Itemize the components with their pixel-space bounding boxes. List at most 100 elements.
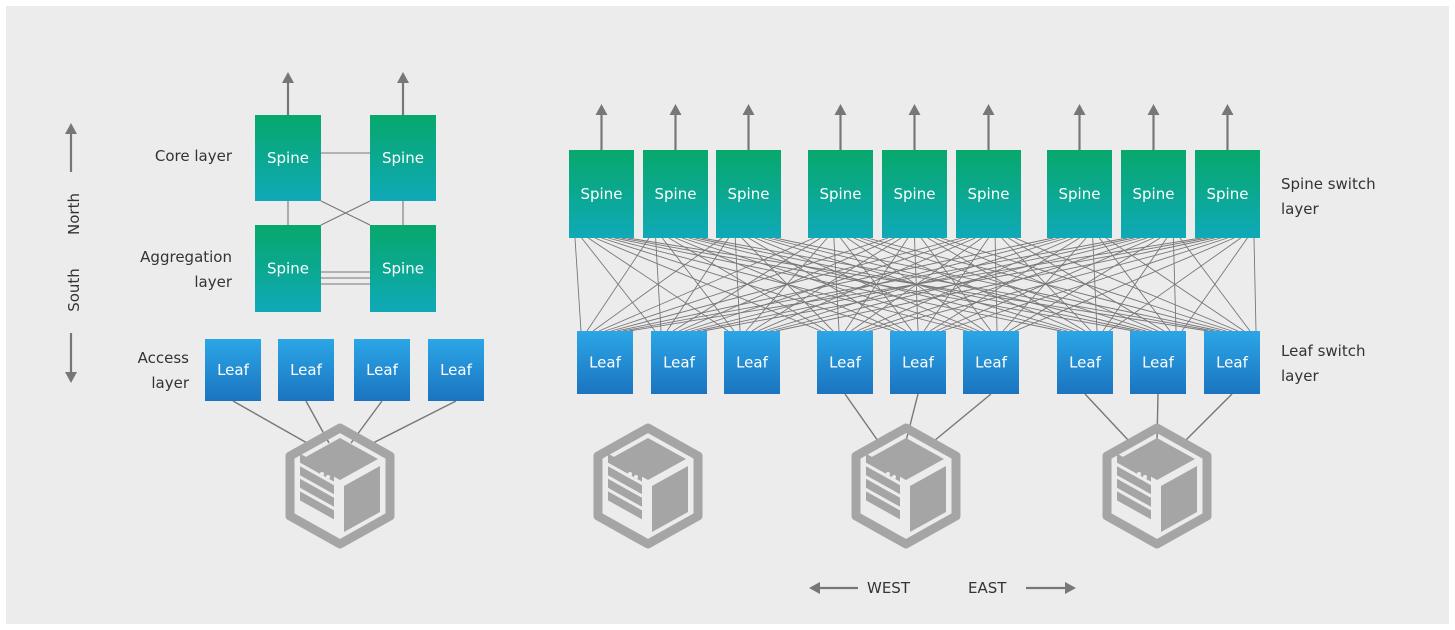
right-spine-9: Spine [1195, 150, 1260, 238]
right-leaf-4-body [817, 331, 873, 394]
spine-leaf-link-45 [610, 237, 963, 332]
spine-uplink-arrow-6 [982, 104, 995, 150]
left-leaf-3: Leaf [354, 339, 410, 401]
left-leaf-1-label: Leaf [217, 361, 250, 379]
west-label: WEST [867, 579, 911, 597]
spine-leaf-link-0 [574, 237, 582, 332]
left-leaf-4-body [428, 339, 484, 401]
right-leaf-4-label: Leaf [829, 354, 862, 372]
leaf-switch-layer-label-line2: layer [1281, 367, 1319, 385]
spine-leaf-link-36 [604, 237, 889, 332]
right-leaf-3-label: Leaf [736, 354, 769, 372]
right-leaf-2: Leaf [651, 331, 707, 394]
right-spine-6: Spine [956, 150, 1021, 238]
arrows [65, 72, 1234, 594]
right-spine-4: Spine [808, 150, 873, 238]
left-spine-1-body [255, 115, 321, 201]
right-leaf-7-label: Leaf [1069, 354, 1102, 372]
right-leaf-6: Leaf [963, 331, 1019, 394]
right-spine-2-body [643, 150, 708, 238]
spine-uplink-arrow-2 [669, 104, 682, 150]
left-spine-4: Spine [370, 225, 436, 312]
spine-leaf-link-66 [862, 237, 1148, 332]
spine-leaf-link-60 [1092, 237, 1098, 332]
right-leaf-5: Leaf [890, 331, 946, 394]
core-uplink-arrow-2 [397, 72, 409, 115]
spine-leaf-link-79 [1181, 237, 1248, 332]
left-spine-3-label: Spine [267, 260, 309, 278]
right-spine-5: Spine [882, 150, 947, 238]
left-spine-4-label: Spine [382, 260, 424, 278]
left-server-icon [285, 423, 395, 549]
right-spine-4-body [808, 150, 873, 238]
right-leaf-server-link-2 [1184, 393, 1233, 442]
left-leaf-3-label: Leaf [366, 361, 399, 379]
right-leaf-3: Leaf [724, 331, 780, 394]
right-leaf-3-body [724, 331, 780, 394]
left-spine-1: Spine [255, 115, 321, 201]
right-leaf-2-label: Leaf [663, 354, 696, 372]
spine-leaf-link-72 [628, 237, 1202, 332]
right-spine-3-label: Spine [728, 185, 770, 203]
spine-leaf-link-75 [868, 237, 1221, 332]
spine-leaf-link-26 [774, 237, 1221, 332]
right-leaf-6-label: Leaf [975, 354, 1008, 372]
spine-leaf-link-15 [688, 237, 1068, 332]
left-spine-2-body [370, 115, 436, 201]
left-spine-4-body [370, 225, 436, 312]
spine-leaf-link-63 [622, 237, 1128, 332]
left-leaf-4-label: Leaf [440, 361, 473, 379]
left-leaf-1: Leaf [205, 339, 261, 401]
right-leaf-5-body [890, 331, 946, 394]
connection-lines [232, 152, 1257, 444]
left-leaf-2-body [278, 339, 334, 401]
spine-leaf-link-47 [757, 237, 976, 332]
right-spine-7-label: Spine [1059, 185, 1101, 203]
right-spine-1-body [569, 150, 634, 238]
left-leaf-server-link-3 [372, 400, 457, 444]
spine-leaf-link-19 [666, 237, 730, 332]
spine-leaf-link-77 [1014, 237, 1235, 332]
spine-leaf-link-57 [856, 237, 1074, 332]
north-arrow-icon [65, 123, 77, 172]
spine-uplink-arrow-3 [742, 104, 755, 150]
spine-leaf-link-74 [775, 237, 1215, 332]
right-spine-9-label: Spine [1207, 185, 1249, 203]
right-spine-3-body [716, 150, 781, 238]
spine-switch-layer-label-line2: layer [1281, 200, 1319, 218]
right-spine-8-label: Spine [1133, 185, 1175, 203]
right-spine-1: Spine [569, 150, 634, 238]
spine-leaf-link-10 [655, 237, 662, 332]
mid-leaf-server-link-2 [933, 393, 992, 442]
spine-uplink-arrow-7 [1073, 104, 1086, 150]
left-spine-2: Spine [370, 115, 436, 201]
spine-uplink-arrow-5 [908, 104, 921, 150]
right-leaf-1-label: Leaf [589, 354, 622, 372]
spine-leaf-link-6 [614, 237, 1062, 332]
right-leaf-2-body [651, 331, 707, 394]
spine-uplink-arrow-8 [1147, 104, 1160, 150]
spine-leaf-link-76 [941, 237, 1228, 332]
right-leaf-5-label: Leaf [902, 354, 935, 372]
spine-leaf-link-33 [853, 237, 1080, 332]
right-server-icon-2 [851, 423, 961, 549]
leaf-switch-layer-label-line1: Leaf switch [1281, 342, 1365, 360]
right-leaf-6-body [963, 331, 1019, 394]
right-leaf-server-link-0 [1084, 393, 1130, 442]
left-leaf-1-body [205, 339, 261, 401]
right-spine-1-label: Spine [581, 185, 623, 203]
right-spine-8: Spine [1121, 150, 1186, 238]
mid-leaf-server-link-0 [844, 393, 879, 442]
spine-leaf-link-53 [1014, 237, 1239, 332]
right-leaf-1-body [577, 331, 633, 394]
west-arrow-icon [809, 582, 858, 594]
spine-uplink-arrow-9 [1221, 104, 1234, 150]
spine-leaf-link-80 [1253, 237, 1257, 332]
right-spine-2-label: Spine [655, 185, 697, 203]
spine-leaf-link-27 [598, 237, 815, 332]
south-arrow-icon [65, 333, 77, 383]
right-spine-6-body [956, 150, 1021, 238]
east-arrow-icon [1026, 582, 1076, 594]
right-leaf-4: Leaf [817, 331, 873, 394]
